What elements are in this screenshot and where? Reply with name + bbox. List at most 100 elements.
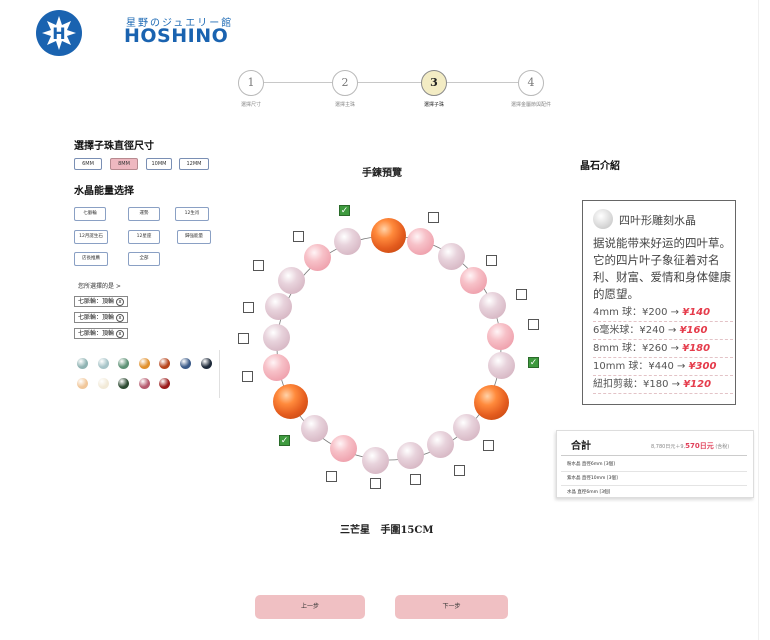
total-divider (561, 455, 747, 456)
bracelet-bead[interactable] (437, 242, 465, 270)
size-option-12mm[interactable]: 12MM (179, 158, 209, 170)
arrow-icon: → (664, 325, 680, 336)
bead-checkbox[interactable] (486, 255, 497, 266)
arrow-icon: → (667, 343, 683, 354)
remove-icon[interactable]: x (116, 297, 125, 306)
stone-info-card: 四叶形雕刻水晶 据说能带来好运的四叶草。它的四片叶子象征着对名利、财富、爱情和身… (582, 200, 736, 405)
new-price: ¥300 (688, 361, 717, 372)
price-row: 10mm 球：¥440 → ¥300 (593, 358, 733, 376)
bead-checkbox[interactable] (528, 319, 539, 330)
bead-checkbox[interactable] (483, 440, 494, 451)
category-manager-pick[interactable]: 店長推薦 (74, 252, 108, 266)
stone-swatch[interactable] (180, 358, 191, 369)
bead-checkbox[interactable] (370, 478, 381, 489)
bead-checkbox[interactable] (279, 435, 290, 446)
stone-swatch[interactable] (77, 358, 88, 369)
stepper-line (250, 82, 532, 83)
size-option-6mm[interactable]: 6MM (74, 158, 102, 170)
bracelet-bead[interactable] (396, 441, 424, 469)
step-1-circle[interactable]: 1 (238, 70, 264, 96)
step-4-circle[interactable]: 4 (518, 70, 544, 96)
bead-checkbox[interactable] (253, 260, 264, 271)
bead-checkbox[interactable] (454, 465, 465, 476)
bracelet-bead[interactable] (333, 227, 361, 255)
category-constellation[interactable]: 12星座 (128, 230, 160, 244)
price-label: 6毫米球： (593, 325, 640, 336)
step-2-circle[interactable]: 2 (332, 70, 358, 96)
bead-checkbox[interactable] (238, 333, 249, 344)
bracelet-bead[interactable] (361, 446, 389, 474)
energy-section-title: 水晶能量选择 (74, 186, 134, 197)
stone-swatch[interactable] (118, 358, 129, 369)
bracelet-bead[interactable] (303, 243, 331, 271)
stone-swatch[interactable] (77, 378, 88, 389)
total-panel: 合計 8,780日元＋9,570日元 (含稅) 粉水晶 直徑6mm [3個] 紫… (556, 430, 754, 498)
bead-checkbox[interactable] (428, 212, 439, 223)
bracelet-bead[interactable] (406, 227, 434, 255)
category-strong-energy[interactable]: 歸強能量 (177, 230, 211, 244)
stone-swatch[interactable] (118, 378, 129, 389)
remove-icon[interactable]: x (116, 329, 125, 338)
category-fortune[interactable]: 運勢 (128, 207, 160, 221)
next-step-button[interactable]: 下一步 (395, 595, 508, 619)
bracelet-bead[interactable] (329, 434, 357, 462)
category-all[interactable]: 全部 (128, 252, 160, 266)
bracelet-bead[interactable] (486, 322, 514, 350)
arrow-icon: → (667, 307, 683, 318)
svg-text:H: H (52, 24, 65, 43)
price-label: 4mm 球： (593, 307, 643, 318)
bead-checkbox[interactable] (243, 302, 254, 313)
stone-swatch[interactable] (159, 378, 170, 389)
total-sum: 8,780日元＋9,570日元 (含稅) (651, 441, 729, 451)
category-zodiac-animals[interactable]: 12生肖 (175, 207, 209, 221)
bracelet-bead[interactable] (262, 323, 290, 351)
bracelet-bead[interactable] (452, 413, 480, 441)
bead-checkbox[interactable] (339, 205, 350, 216)
step-3-circle[interactable]: 3 (421, 70, 447, 96)
bead-checkbox[interactable] (326, 471, 337, 482)
bead-checkbox[interactable] (410, 474, 421, 485)
size-option-8mm[interactable]: 8MM (110, 158, 138, 170)
price-row: 4mm 球：¥200 → ¥140 (593, 304, 733, 322)
line-item: 紫水晶 直徑10mm [3個] (567, 476, 618, 481)
bead-checkbox[interactable] (242, 371, 253, 382)
remove-icon[interactable]: x (116, 313, 125, 322)
stone-swatch[interactable] (98, 378, 109, 389)
arrow-icon: → (673, 361, 689, 372)
bead-checkbox[interactable] (293, 231, 304, 242)
step-3-label: 選擇子珠 (423, 102, 444, 108)
bracelet-bead[interactable] (262, 353, 290, 381)
bracelet-bead[interactable] (264, 292, 292, 320)
chosen-item-text: 七脈輪：頂輪 (78, 330, 115, 337)
brand-name: HOSHINO (124, 25, 229, 47)
stone-swatch[interactable] (201, 358, 212, 369)
category-chakra[interactable]: 七脈輪 (74, 207, 106, 221)
bead-checkbox[interactable] (516, 289, 527, 300)
category-birthstone[interactable]: 12月誕生石 (74, 230, 108, 244)
stone-swatch[interactable] (139, 378, 150, 389)
stone-swatch[interactable] (139, 358, 150, 369)
bead-checkbox[interactable] (528, 357, 539, 368)
bracelet-bead[interactable] (478, 291, 506, 319)
bracelet-bead[interactable] (426, 430, 454, 458)
page-scrollbar[interactable] (758, 0, 770, 640)
bracelet-bead[interactable] (459, 266, 487, 294)
bracelet-bead[interactable] (370, 217, 406, 253)
chosen-item-text: 七脈輪：頂輪 (78, 298, 115, 305)
bracelet-bead[interactable] (277, 266, 305, 294)
prev-step-button[interactable]: 上一步 (255, 595, 365, 619)
step-4-label: 選擇金屬節與配件 (510, 102, 551, 108)
size-option-10mm[interactable]: 10MM (146, 158, 172, 170)
stone-swatch[interactable] (98, 358, 109, 369)
bracelet-bead[interactable] (473, 384, 509, 420)
old-price: ¥180 (643, 379, 669, 390)
new-price: ¥180 (682, 343, 711, 354)
bracelet-bead[interactable] (300, 414, 328, 442)
bracelet-bead[interactable] (272, 383, 308, 419)
stone-swatch[interactable] (159, 358, 170, 369)
price-row: 紐扣剪裁：¥180 → ¥120 (593, 376, 733, 394)
brand-name-japanese: 星野のジュエリー館 (126, 18, 234, 29)
bracelet-bead[interactable] (487, 351, 515, 379)
